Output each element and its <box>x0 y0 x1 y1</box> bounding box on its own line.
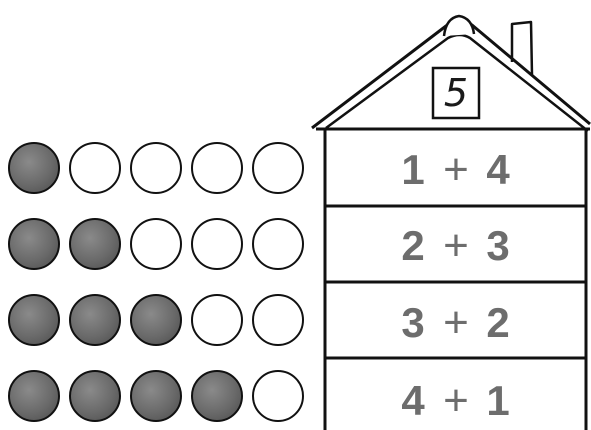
addend-a: 3 <box>401 299 424 346</box>
empty-counter <box>253 143 303 193</box>
filled-counter <box>9 219 59 269</box>
addend-a: 1 <box>401 146 424 193</box>
roof-knob <box>444 16 474 36</box>
addend-b: 3 <box>486 222 509 269</box>
counter-row-1 <box>9 143 303 193</box>
addend-b: 2 <box>486 299 509 346</box>
counter-row-4 <box>9 371 303 421</box>
empty-counter <box>253 219 303 269</box>
house-roof: 5 <box>312 16 590 131</box>
empty-counter <box>253 371 303 421</box>
addend-a: 2 <box>401 222 424 269</box>
filled-counter <box>70 219 120 269</box>
filled-counter <box>131 371 181 421</box>
plus-sign: + <box>443 145 469 194</box>
counter-grid <box>9 143 303 421</box>
filled-counter <box>9 143 59 193</box>
addend-b: 4 <box>486 146 510 193</box>
counter-row-2 <box>9 219 303 269</box>
empty-counter <box>192 143 242 193</box>
filled-counter <box>70 295 120 345</box>
filled-counter <box>70 371 120 421</box>
house-number: 5 <box>444 71 468 115</box>
empty-counter <box>131 219 181 269</box>
addend-b: 1 <box>486 377 509 424</box>
empty-counter <box>131 143 181 193</box>
equation-row-1: 1 + 4 <box>401 145 510 194</box>
plus-sign: + <box>443 298 469 347</box>
equation-row-2: 2 + 3 <box>401 221 509 270</box>
filled-counter <box>9 371 59 421</box>
empty-counter <box>192 295 242 345</box>
equation-row-3: 3 + 2 <box>401 298 509 347</box>
empty-counter <box>70 143 120 193</box>
plus-sign: + <box>443 376 469 425</box>
plus-sign: + <box>443 221 469 270</box>
filled-counter <box>131 295 181 345</box>
filled-counter <box>192 371 242 421</box>
filled-counter <box>9 295 59 345</box>
equation-row-4: 4 + 1 <box>401 376 509 425</box>
empty-counter <box>192 219 242 269</box>
counter-row-3 <box>9 295 303 345</box>
empty-counter <box>253 295 303 345</box>
addend-a: 4 <box>401 377 425 424</box>
